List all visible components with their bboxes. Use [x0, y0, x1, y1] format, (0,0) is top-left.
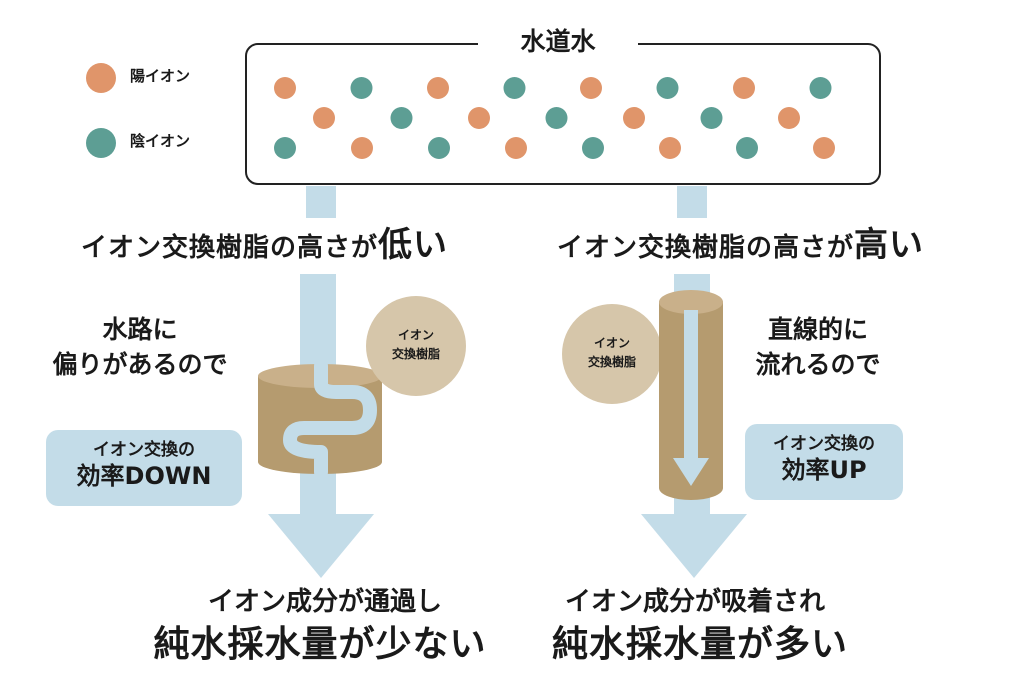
- right-resin-label-line2: 交換樹脂: [587, 355, 636, 370]
- left-efficiency-box: イオン交換の 効率DOWN: [46, 430, 242, 506]
- right-result-line2: 純水採水量が多い: [551, 624, 848, 665]
- left-efficiency-line2: 効率DOWN: [76, 462, 212, 491]
- right-resin-circle: [562, 304, 662, 404]
- right-efficiency-box: イオン交換の 効率UP: [745, 424, 903, 500]
- left-resin-label-line1: イオン: [397, 328, 434, 342]
- anion-legend-label: 陰イオン: [130, 132, 191, 150]
- anion-particle: [700, 107, 723, 129]
- left-resin-label-line2: 交換樹脂: [391, 347, 440, 362]
- cation-particle: [659, 137, 681, 159]
- anion-particle: [428, 137, 450, 159]
- cation-particle: [313, 107, 335, 129]
- cation-legend-label: 陽イオン: [130, 67, 191, 85]
- anion-particle: [350, 77, 373, 99]
- left-inflow-stream: [306, 186, 336, 218]
- ion-particles: [274, 77, 835, 159]
- anion-particle: [545, 107, 568, 129]
- anion-legend-dot: [86, 128, 116, 158]
- cation-particle: [733, 77, 755, 99]
- left-reason-line1: 水路に: [102, 315, 178, 344]
- right-heading-main: イオン交換樹脂の高さが: [557, 233, 855, 263]
- right-resin-label: イオン 交換樹脂: [562, 334, 662, 372]
- left-winding-channel: [283, 359, 377, 479]
- cation-particle: [468, 107, 490, 129]
- left-resin-circle: [366, 296, 466, 396]
- left-heading: イオン交換樹脂の高さが低い: [81, 225, 449, 265]
- anion-particle: [582, 137, 604, 159]
- right-inflow-stream: [677, 186, 707, 218]
- cation-particle: [623, 107, 645, 129]
- cation-legend-dot: [86, 63, 116, 93]
- left-result-line2: 純水採水量が少ない: [153, 624, 487, 665]
- left-reason-line2: 偏りがあるので: [52, 349, 228, 379]
- cation-particle: [427, 77, 449, 99]
- right-resin-label-line1: イオン: [593, 336, 630, 350]
- right-reason: 直線的に 流れるので: [728, 315, 908, 380]
- left-resin-label: イオン 交換樹脂: [366, 326, 466, 364]
- left-reason: 水路に 偏りがあるので: [30, 315, 250, 380]
- anion-particle: [390, 107, 413, 129]
- right-channel-arrowhead: [673, 458, 709, 486]
- cation-particle: [813, 137, 835, 159]
- left-result-line1: イオン成分が通過し: [207, 587, 442, 617]
- right-heading: イオン交換樹脂の高さが高い: [557, 225, 925, 265]
- right-result-line1: イオン成分が吸着され: [564, 587, 825, 617]
- anion-particle: [274, 137, 296, 159]
- left-heading-main: イオン交換樹脂の高さが: [81, 233, 379, 263]
- cation-particle: [580, 77, 602, 99]
- anion-particle: [809, 77, 832, 99]
- right-outflow-arrow: [641, 514, 747, 578]
- left-heading-emphasis: 低い: [378, 225, 449, 265]
- anion-particle: [503, 77, 526, 99]
- anion-particle: [656, 77, 679, 99]
- right-reason-line1: 直線的に: [767, 315, 868, 344]
- right-efficiency-line2: 効率UP: [781, 456, 867, 485]
- cation-particle: [351, 137, 373, 159]
- right-reason-line2: 流れるので: [755, 349, 881, 379]
- tap-water-title-gap: [478, 34, 638, 54]
- cation-particle: [778, 107, 800, 129]
- cation-particle: [505, 137, 527, 159]
- right-resin-top: [659, 290, 723, 314]
- anion-particle: [736, 137, 758, 159]
- tap-water-title: 水道水: [520, 27, 596, 56]
- right-heading-emphasis: 高い: [854, 225, 925, 265]
- right-straight-channel: [684, 310, 698, 460]
- cation-particle: [274, 77, 296, 99]
- left-outflow-arrow: [268, 514, 374, 578]
- right-efficiency-line1: イオン交換の: [773, 434, 875, 454]
- left-efficiency-line1: イオン交換の: [93, 440, 195, 460]
